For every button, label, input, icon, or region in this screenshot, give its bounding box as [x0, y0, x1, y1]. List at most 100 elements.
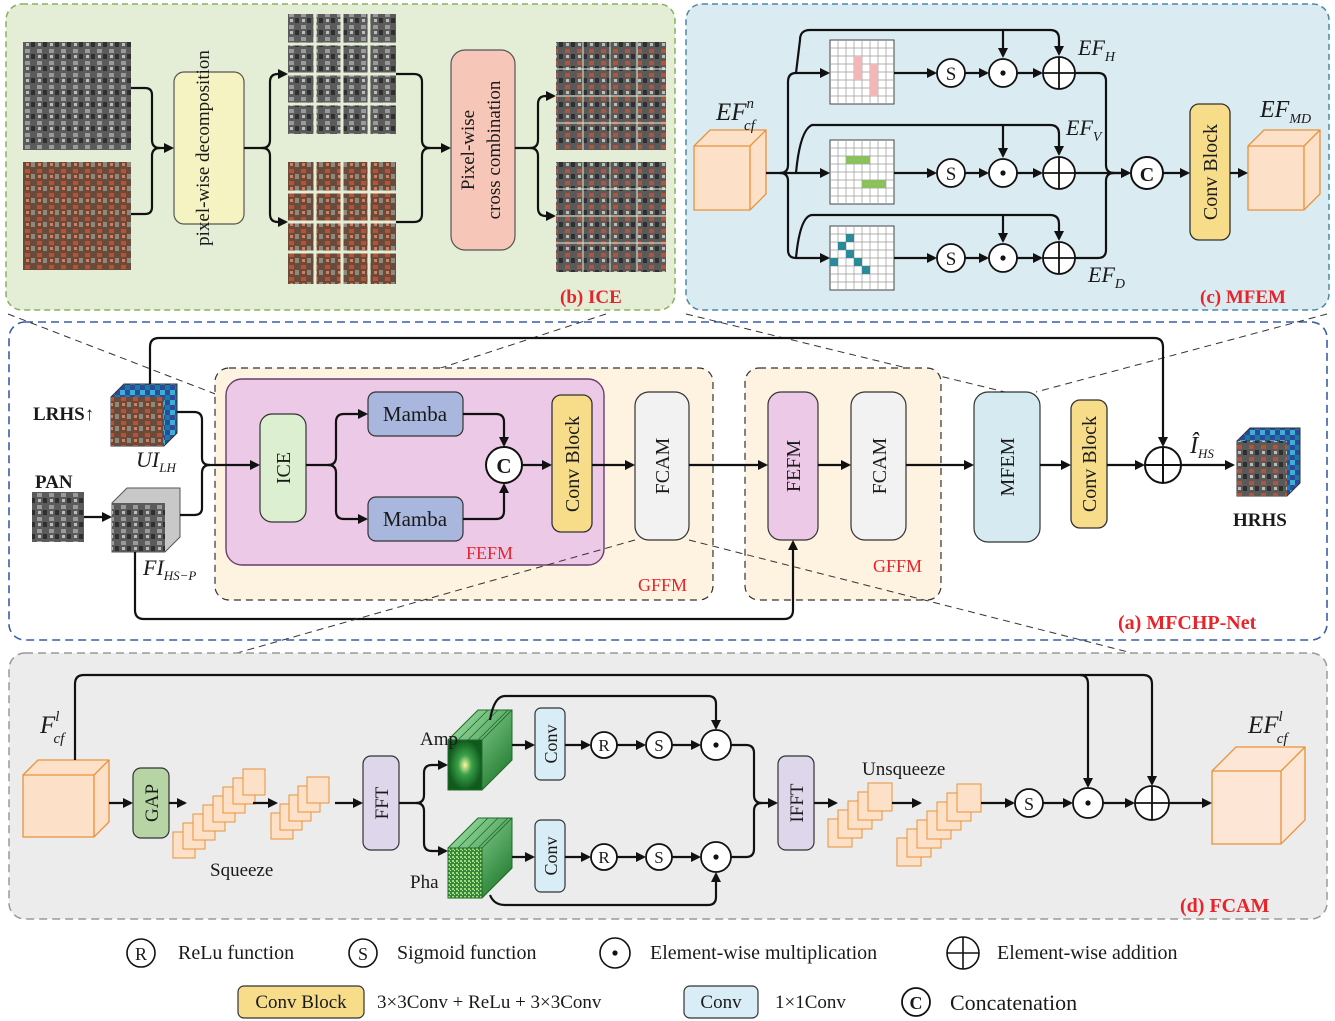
ifft-label: IFFT: [787, 783, 808, 822]
pha-label: Pha: [410, 872, 439, 893]
decomposed-color-grid: [288, 162, 396, 284]
gffm-label-2: GFFM: [873, 556, 922, 576]
gffm-label-1: GFFM: [638, 575, 687, 595]
gap-label: GAP: [142, 784, 163, 822]
lrhs-label: LRHS↑: [33, 404, 94, 425]
conv-pha-label: Conv: [541, 836, 561, 875]
combination-label-line1: Pixel-wise: [458, 110, 479, 190]
pan-image: [23, 42, 131, 150]
sigmoid-d: S: [937, 244, 965, 272]
amp-label: Amp: [420, 729, 458, 750]
mult-v: [989, 159, 1017, 187]
ice-panel-label: (b) ICE: [560, 287, 622, 308]
legend-sigmoid-text: Sigmoid function: [397, 942, 536, 964]
mult-h: [989, 59, 1017, 87]
sigmoid-h: S: [937, 59, 965, 87]
combination-label-line2: cross combination: [484, 80, 505, 219]
net-conv-block-2-label: Conv Block: [1079, 416, 1101, 512]
lrhs-cube: [111, 384, 177, 446]
net-add: [1145, 447, 1181, 483]
legend-mult-text: Element-wise multiplication: [650, 942, 877, 964]
svg-text:S: S: [946, 249, 957, 270]
fefm-label: FEFM: [466, 543, 513, 563]
fcam-block-2-label: FCAM: [869, 437, 891, 494]
relu-amp: R: [591, 732, 617, 758]
sigmoid-v: S: [937, 159, 965, 187]
fefm-block-2-label: FEFM: [783, 440, 805, 492]
conv-amp-label: Conv: [541, 724, 561, 763]
mult-pha: [701, 842, 731, 872]
add-d: [1043, 242, 1075, 274]
mamba-top-label: Mamba: [383, 402, 448, 426]
net-conv-block-1-label: Conv Block: [562, 416, 584, 512]
legend-sigmoid-icon: S: [349, 939, 377, 967]
fcam-block-1-label: FCAM: [652, 437, 674, 494]
relu-pha: R: [591, 844, 617, 870]
svg-text:R: R: [598, 848, 610, 867]
pan-input-image: [32, 492, 84, 542]
legend-mult-icon: [600, 938, 630, 968]
mfem-panel-label: (c) MFEM: [1200, 287, 1286, 308]
net-panel-label: (a) MFCHP-Net: [1118, 612, 1257, 634]
legend-conv-label: Conv: [700, 992, 742, 1013]
fcam-panel-background: [9, 653, 1327, 919]
combined-image-2: [556, 162, 666, 272]
net-concat: C: [486, 447, 522, 483]
svg-text:S: S: [654, 848, 663, 867]
mult-out: [1073, 788, 1103, 818]
svg-text:R: R: [135, 944, 147, 964]
svg-text:C: C: [1140, 164, 1154, 186]
hrhs-cube: [1237, 428, 1300, 496]
mfem-output-cube: [1248, 130, 1320, 210]
mfem-conv-block-label: Conv Block: [1200, 124, 1222, 220]
fft-label: FFT: [372, 786, 393, 819]
decomposed-gray-grid: [288, 14, 396, 134]
mask-diagonal: [830, 226, 894, 290]
mask-vertical: [830, 140, 894, 204]
legend-concat-icon: C: [902, 988, 930, 1016]
svg-text:R: R: [598, 736, 610, 755]
mfem-input-cube: [694, 130, 766, 210]
squeeze-label: Squeeze: [210, 860, 273, 881]
legend-conv-block-desc: 3×3Conv + ReLu + 3×3Conv: [377, 992, 602, 1013]
svg-text:S: S: [358, 944, 368, 964]
hs-image: [23, 162, 131, 270]
pan-label: PAN: [35, 472, 73, 493]
fi-cube: [112, 488, 180, 552]
legend-relu-icon: R: [127, 939, 155, 967]
mfem-block-label: MFEM: [997, 437, 1019, 496]
hrhs-label: HRHS: [1233, 510, 1287, 531]
fcam-panel-label: (d) FCAM: [1180, 895, 1270, 917]
ice-block-label: ICE: [273, 452, 295, 484]
svg-text:S: S: [654, 736, 663, 755]
add-v: [1043, 157, 1075, 189]
fcam-input-cube: [23, 760, 109, 837]
sigmoid-out: S: [1015, 789, 1043, 817]
svg-text:S: S: [946, 64, 957, 85]
pixel-wise-decomposition-label: pixel-wise decomposition: [193, 50, 214, 246]
legend-relu-text: ReLu function: [178, 942, 294, 964]
svg-text:S: S: [946, 164, 957, 185]
legend: R ReLu function S Sigmoid function Eleme…: [127, 937, 1178, 1018]
fcam-output-cube: [1212, 747, 1305, 844]
legend-add-icon: [947, 937, 979, 969]
add-out: [1135, 786, 1169, 820]
legend-concat-text: Concatenation: [950, 990, 1077, 1015]
sigmoid-pha: S: [646, 844, 672, 870]
legend-conv-desc: 1×1Conv: [775, 992, 846, 1013]
combined-image-1: [556, 42, 666, 150]
mfem-concat: C: [1131, 157, 1163, 189]
mask-horizontal: [830, 40, 894, 104]
mult-d: [989, 244, 1017, 272]
legend-add-text: Element-wise addition: [997, 942, 1178, 964]
svg-text:C: C: [910, 993, 923, 1013]
svg-text:S: S: [1024, 794, 1034, 814]
mult-amp: [701, 730, 731, 760]
mfchp-net-panel: LRHS↑ UILH PAN FIHS−P ICE Mamba Mamba C …: [8, 314, 1327, 655]
ice-panel: pixel-wise decomposition Pixel-wise cros…: [6, 4, 675, 310]
sigmoid-amp: S: [646, 732, 672, 758]
unsqueeze-label: Unsqueeze: [862, 759, 945, 780]
